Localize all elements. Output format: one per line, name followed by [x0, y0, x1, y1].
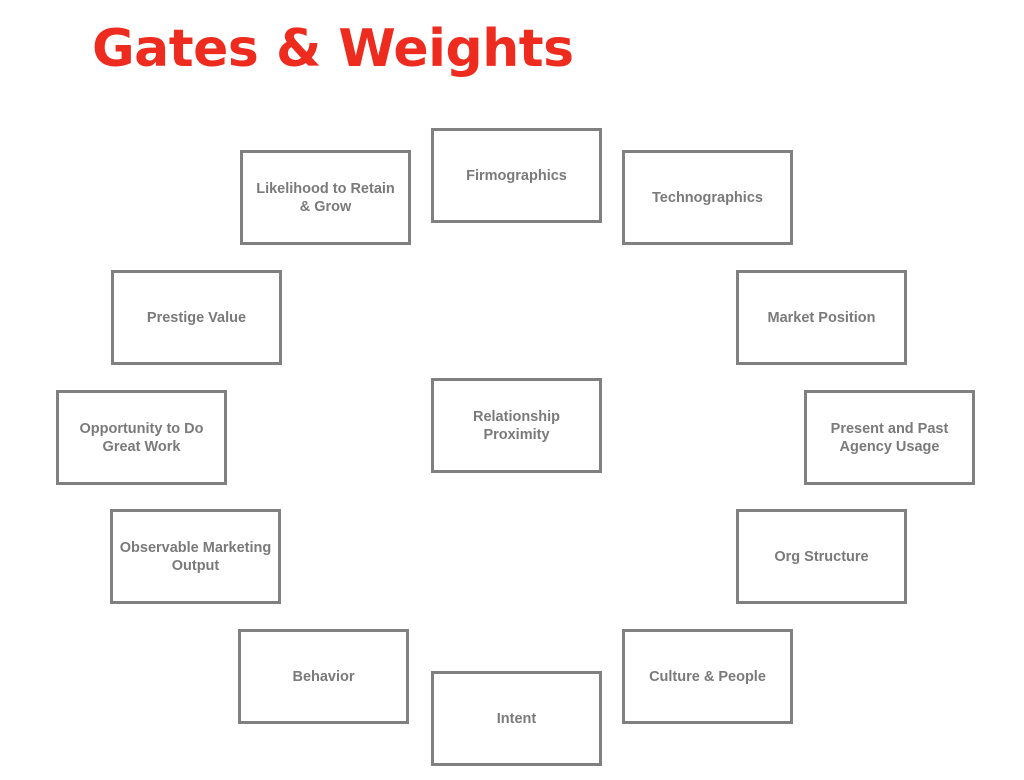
node-org-structure: Org Structure	[736, 509, 907, 604]
node-label: Firmographics	[466, 168, 567, 184]
node-present-past-agency-usage: Present and Past Agency Usage	[804, 390, 975, 485]
node-label: Observable Marketing Output	[119, 539, 272, 574]
node-observable-marketing-output: Observable Marketing Output	[110, 509, 281, 604]
node-label: Org Structure	[774, 548, 869, 565]
node-label: Culture & People	[649, 668, 766, 685]
node-technographics: Technographics	[622, 150, 793, 245]
page-title: Gates & Weights	[92, 19, 574, 79]
node-label: Intent	[496, 710, 537, 727]
node-likelihood-retain-grow: Likelihood to Retain & Grow	[240, 150, 411, 245]
node-intent: Intent	[431, 671, 602, 766]
node-label: Behavior	[292, 668, 355, 685]
node-prestige-value: Prestige Value	[111, 270, 282, 365]
node-label: Present and Past Agency Usage	[830, 420, 949, 455]
node-behavior: Behavior	[238, 629, 409, 724]
node-label: Likelihood to Retain & Grow	[256, 180, 395, 215]
node-relationship-proximity: Relationship Proximity	[431, 378, 602, 473]
node-label: Market Position	[767, 309, 876, 326]
node-culture-people: Culture & People	[622, 629, 793, 724]
node-market-position: Market Position	[736, 270, 907, 365]
node-label: Prestige Value	[146, 309, 247, 326]
node-label: Technographics	[652, 189, 763, 206]
node-firmographics: Firmographics	[431, 128, 602, 223]
node-opportunity-great-work: Opportunity to Do Great Work	[56, 390, 227, 485]
node-label: Opportunity to Do Great Work	[79, 420, 204, 455]
node-label: Relationship Proximity	[472, 408, 560, 443]
